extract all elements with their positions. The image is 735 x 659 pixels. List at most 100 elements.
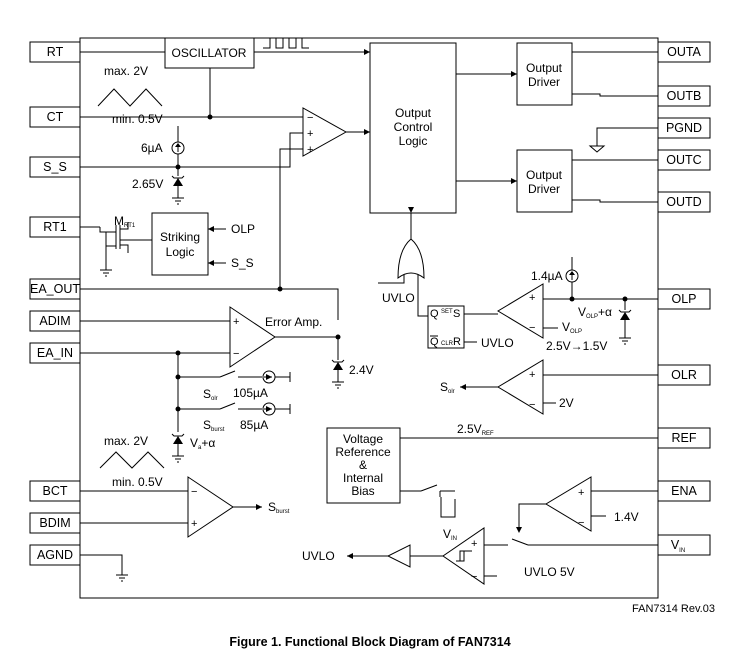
bct-max-label: max. 2V xyxy=(104,434,148,448)
olp-comp-ref-label: VOLP xyxy=(562,320,582,335)
bct-min-label: min. 0.5V xyxy=(112,475,163,489)
ena-ref-label: 1.4V xyxy=(614,510,639,524)
pin-rt: RT xyxy=(29,41,81,63)
pin-ea-out-label: EA_OUT xyxy=(30,282,80,296)
svg-text:−: − xyxy=(471,571,477,583)
striking-logic-block xyxy=(151,212,209,276)
pin-ena-label: ENA xyxy=(671,484,697,498)
ref-label: 2.5VREF xyxy=(457,422,494,437)
pin-bdim-label: BDIM xyxy=(39,516,70,530)
figure-caption: Figure 1. Functional Block Diagram of FA… xyxy=(229,635,510,649)
svg-text:SET: SET xyxy=(441,309,453,315)
pin-rt-label: RT xyxy=(47,45,64,59)
output-control-logic-block xyxy=(369,42,457,214)
olp-range-label: 2.5V→1.5V xyxy=(546,339,607,353)
pin-ena: ENA xyxy=(657,480,711,502)
svg-text:Striking: Striking xyxy=(160,230,200,244)
svg-text:Internal: Internal xyxy=(343,471,383,485)
pin-outa-label: OUTA xyxy=(667,45,701,59)
pin-ea-out: EA_OUT xyxy=(29,278,81,300)
pin-olr: OLR xyxy=(657,364,711,386)
svg-text:+: + xyxy=(529,292,535,304)
ea-zener-label: 2.4V xyxy=(349,363,374,377)
svg-text:Output: Output xyxy=(526,61,563,75)
voltage-reference-block xyxy=(326,427,401,504)
ss-current-label: 6µA xyxy=(141,141,163,155)
svg-text:+: + xyxy=(471,538,477,550)
olr-ref-label: 2V xyxy=(559,396,574,410)
pin-s-s: S_S xyxy=(29,156,81,178)
svg-text:+: + xyxy=(529,369,535,381)
sburst-current-label: 85µA xyxy=(240,418,268,432)
pin-bdim: BDIM xyxy=(29,512,81,534)
solr-label: Solr xyxy=(203,387,218,402)
latch-uvlo-label: UVLO xyxy=(481,336,514,350)
svg-text:Q: Q xyxy=(430,336,439,348)
svg-text:S: S xyxy=(453,308,460,320)
solr-current-label: 105µA xyxy=(233,386,268,400)
or-gate-icon xyxy=(397,238,425,280)
ss-zener-label: 2.65V xyxy=(132,177,163,191)
svg-text:+: + xyxy=(233,316,239,328)
pin-rt1-label: RT1 xyxy=(43,220,66,234)
ct-node xyxy=(207,114,213,120)
oscillator-label: OSCILLATOR xyxy=(172,46,247,60)
svg-text:CLR: CLR xyxy=(441,341,454,347)
olr-comparator xyxy=(497,359,544,415)
pin-bct: BCT xyxy=(29,480,81,502)
pin-agnd-label: AGND xyxy=(37,548,73,562)
osc-max-label: max. 2V xyxy=(104,64,148,78)
pin-outd-label: OUTD xyxy=(666,195,701,209)
ct-triangle-waveform-icon xyxy=(97,88,163,107)
svg-text:Q: Q xyxy=(430,308,439,320)
striking-ss-label: S_S xyxy=(231,256,254,270)
svg-text:+: + xyxy=(578,487,584,499)
pin-outd: OUTD xyxy=(657,191,711,213)
pin-pgnd: PGND xyxy=(657,117,711,139)
pwm-comp-plus1: + xyxy=(307,128,313,140)
svg-text:Reference: Reference xyxy=(335,445,391,459)
pin-olr-label: OLR xyxy=(671,368,697,382)
pin-outa: OUTA xyxy=(657,41,711,63)
pin-vin-label: VIN xyxy=(671,538,685,554)
sr-latch-block xyxy=(427,305,465,349)
svg-text:+: + xyxy=(191,518,197,530)
svg-text:Bias: Bias xyxy=(351,484,374,498)
olp-zener-icon xyxy=(620,312,630,320)
pwm-comp-minus: − xyxy=(307,112,313,124)
vin-hyst-label: VIN xyxy=(443,527,457,542)
oscillator-block xyxy=(164,37,255,69)
svg-text:Control: Control xyxy=(394,120,433,134)
pin-outc-label: OUTC xyxy=(666,153,701,167)
olp-current-label: 1.4µA xyxy=(531,269,563,283)
svg-text:Logic: Logic xyxy=(166,245,195,259)
va-label: Va+α xyxy=(190,436,215,451)
pin-outb-label: OUTB xyxy=(667,89,702,103)
pin-vin: VIN xyxy=(657,534,711,556)
output-driver-ab-block xyxy=(516,42,573,106)
osc-min-label: min. 0.5V xyxy=(112,112,163,126)
pin-s-s-label: S_S xyxy=(43,160,67,174)
sburst-label: Sburst xyxy=(203,418,225,433)
output-driver-cd-block xyxy=(516,149,573,213)
pgnd-ground-icon xyxy=(588,145,606,153)
bct-triangle-waveform-icon xyxy=(99,451,165,469)
olp-vref-label: VOLP+α xyxy=(578,305,612,320)
pin-adim-label: ADIM xyxy=(39,314,70,328)
ena-comparator xyxy=(545,476,592,532)
striking-olp-label: OLP xyxy=(231,222,255,236)
olp-comparator xyxy=(497,283,544,339)
ss-zener-icon xyxy=(173,178,183,186)
svg-text:−: − xyxy=(578,517,584,529)
pin-olp-label: OLP xyxy=(671,292,696,306)
error-amplifier xyxy=(229,306,276,368)
pin-outc: OUTC xyxy=(657,149,711,171)
pin-rt1: RT1 xyxy=(29,216,81,238)
svg-text:R: R xyxy=(453,336,461,348)
burst-comparator xyxy=(187,476,234,538)
pin-bct-label: BCT xyxy=(43,484,68,498)
svg-text:−: − xyxy=(529,322,535,334)
pin-agnd: AGND xyxy=(29,544,81,566)
svg-text:&: & xyxy=(359,458,367,472)
